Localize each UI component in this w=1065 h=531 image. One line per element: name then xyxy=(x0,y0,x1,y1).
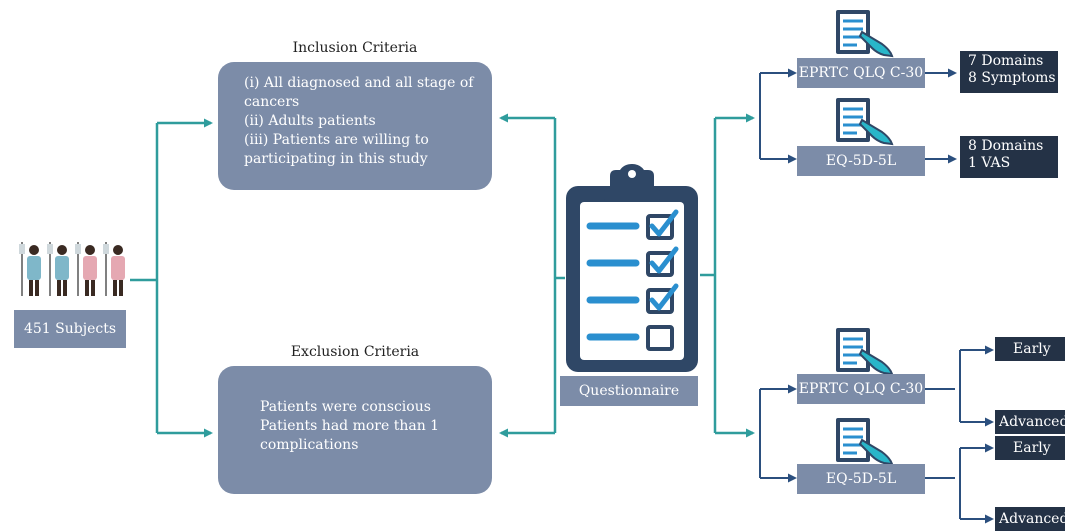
inclusion-line: cancers xyxy=(244,94,300,110)
stage-label: Early xyxy=(1013,440,1051,456)
subjects-box: 451 Subjects xyxy=(14,310,126,348)
eq5d-top-outcomes: 8 Domains 1 VAS xyxy=(960,136,1058,178)
stage-label: Advanced xyxy=(999,511,1065,527)
eq5d-bottom-box: EQ-5D-5L xyxy=(797,464,925,494)
eq5d-top-label: EQ-5D-5L xyxy=(825,153,897,169)
eq5d-stage-advanced: Advanced xyxy=(995,507,1065,531)
inclusion-title: Inclusion Criteria xyxy=(292,40,418,56)
form-pen-icon xyxy=(836,98,894,146)
outcome-line: 1 VAS xyxy=(968,155,1011,171)
stage-label: Advanced xyxy=(999,414,1065,430)
eortc-top-box: EPRTC QLQ C-30 xyxy=(797,58,925,88)
eq5d-bottom-label: EQ-5D-5L xyxy=(825,471,897,487)
exclusion-line: complications xyxy=(260,437,359,453)
form-pen-icon xyxy=(836,10,894,58)
eortc-stage-early: Early xyxy=(995,337,1065,361)
inclusion-line: (i) All diagnosed and all stage of xyxy=(244,75,474,91)
exclusion-line: Patients were conscious xyxy=(260,399,431,415)
eq5d-stage-early: Early xyxy=(995,436,1065,460)
stage-label: Early xyxy=(1013,341,1051,357)
inclusion-line: (iii) Patients are willing to xyxy=(244,132,429,148)
patient-figures-icon xyxy=(19,242,125,296)
inclusion-line: (ii) Adults patients xyxy=(244,113,376,129)
questionnaire-label-box: Questionnaire xyxy=(560,376,698,406)
eortc-top-outcomes: 7 Domains 8 Symptoms xyxy=(960,51,1058,93)
form-pen-icon xyxy=(836,328,894,376)
outcome-line: 8 Symptoms xyxy=(968,70,1056,86)
subjects-label: 451 Subjects xyxy=(23,321,117,337)
eortc-stage-advanced: Advanced xyxy=(995,410,1065,434)
eortc-top-label: EPRTC QLQ C-30 xyxy=(798,65,924,81)
eq5d-top-box: EQ-5D-5L xyxy=(797,146,925,176)
clipboard-checklist-icon xyxy=(566,164,698,372)
exclusion-criteria-box: Patients were conscious Patients had mor… xyxy=(218,366,492,494)
outcome-line: 8 Domains xyxy=(968,138,1044,154)
form-pen-icon xyxy=(836,418,894,466)
eortc-bottom-box: EPRTC QLQ C-30 xyxy=(797,374,925,404)
inclusion-criteria-box: (i) All diagnosed and all stage of cance… xyxy=(218,62,492,190)
inclusion-line: participating in this study xyxy=(244,151,428,167)
eortc-bottom-label: EPRTC QLQ C-30 xyxy=(798,381,924,397)
questionnaire-label: Questionnaire xyxy=(578,383,680,399)
exclusion-line: Patients had more than 1 xyxy=(260,418,440,434)
exclusion-title: Exclusion Criteria xyxy=(290,344,420,360)
outcome-line: 7 Domains xyxy=(968,53,1044,69)
